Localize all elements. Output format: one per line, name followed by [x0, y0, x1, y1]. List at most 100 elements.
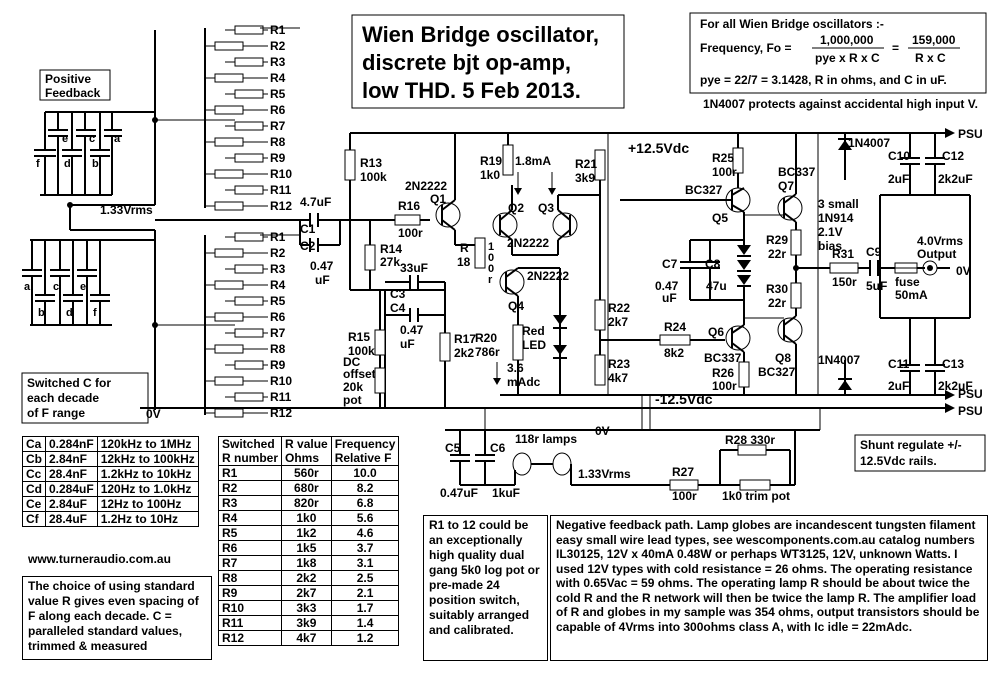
c2-value-2: uF — [315, 273, 330, 287]
r28-value: 1k0 trim pot — [722, 489, 790, 503]
r-table-cell: R10 — [217, 600, 283, 616]
r-table-cell: 820r — [281, 495, 332, 511]
r-table-cell: 2.5 — [330, 570, 400, 586]
formula-num2: 159,000 — [912, 33, 956, 47]
q3-label: Q3 — [538, 201, 554, 215]
r-table-cell: R2 — [217, 480, 283, 496]
r-table-cell: 4.6 — [330, 525, 400, 541]
c1-value: 4.7uF — [300, 195, 331, 209]
cap-lower-c: c — [53, 281, 59, 293]
r-table-cell: 560r — [281, 465, 332, 481]
q5-type: BC327 — [685, 183, 723, 197]
upper-resistor-label: R6 — [270, 103, 286, 117]
c5-value: 0.47uF — [440, 486, 478, 500]
r13-value: 100k — [360, 170, 387, 184]
positive-feedback-box — [39, 69, 111, 101]
r25-label: R25 — [712, 151, 734, 165]
q23-type: 2N2222 — [507, 236, 549, 250]
r-table-cell: 3k9 — [281, 615, 332, 631]
lower-resistor-label: R8 — [270, 342, 286, 356]
transistor-q1 — [435, 133, 461, 231]
r24-value: 8k2 — [664, 346, 684, 360]
formula-freq-label: Frequency, Fo = — [700, 41, 791, 55]
bias-3: 2.1V — [818, 225, 843, 239]
r18b-1: 1 — [488, 241, 494, 253]
r-table-cell: 1.4 — [330, 615, 400, 631]
r18b-3: 0 — [488, 263, 494, 275]
r14-label: R14 — [380, 242, 402, 256]
r27-value: 100r — [672, 489, 697, 503]
diode-bot-label: 1N4007 — [818, 353, 860, 367]
note-standard-r: The choice of using standard value R giv… — [22, 576, 212, 660]
output-level: 4.0Vrms — [917, 234, 963, 248]
bias-2: 1N914 — [818, 211, 854, 225]
upper-resistor-label: R12 — [270, 199, 292, 213]
r25-value: 100r — [712, 165, 737, 179]
lower-resistor-label: R4 — [270, 278, 286, 292]
r21-label: R21 — [575, 157, 597, 171]
c6-value: 1kuF — [492, 486, 520, 500]
r-table-cell: 1.2 — [330, 630, 400, 646]
upper-resistor-label: R10 — [270, 167, 292, 181]
formula-equals: = — [892, 41, 899, 55]
cap-table-cell: 0.284nF — [45, 436, 98, 452]
r22-value: 2k7 — [608, 315, 628, 329]
q4-type: 2N2222 — [527, 269, 569, 283]
c8-label: C8 — [705, 257, 721, 271]
formula-den1: pye x R x C — [815, 51, 880, 65]
r30-label: R30 — [766, 282, 788, 296]
r18-label-2: 18 — [457, 255, 471, 269]
r-table-cell: R5 — [217, 525, 283, 541]
r18-label-1: R — [460, 241, 469, 255]
c11-value: 2uF — [888, 379, 909, 393]
cap-table-cell: 28.4nF — [45, 466, 98, 482]
cap-lower-a: a — [24, 281, 31, 293]
c2-label: C2 — [300, 239, 316, 253]
r27-label: R27 — [672, 465, 694, 479]
q1-type: 2N2222 — [405, 179, 447, 193]
r-table-cell: R11 — [217, 615, 283, 631]
signal-level-input: 1.33Vrms — [100, 203, 153, 217]
title-line-2: discrete bjt op-amp, — [362, 50, 571, 75]
cap-upper-b: b — [92, 158, 99, 170]
cap-upper-e: e — [62, 133, 68, 145]
cap-table-cell: 12Hz to 100Hz — [96, 496, 199, 512]
title-line-3: low THD. 5 Feb 2013. — [362, 78, 581, 103]
c3-label: C3 — [390, 287, 406, 301]
upper-resistor-label: R4 — [270, 71, 286, 85]
c13-label: C13 — [942, 357, 964, 371]
upper-resistor-label: R1 — [270, 23, 286, 37]
transistor-q8 — [777, 315, 803, 395]
protect-note: 1N4007 protects against accidental high … — [703, 97, 978, 111]
output-label: Output — [917, 247, 956, 261]
r29-label: R29 — [766, 233, 788, 247]
c4-label: C4 — [390, 301, 406, 315]
cap-table-cell: Ca — [22, 436, 46, 452]
positive-rail-label: +12.5Vdc — [628, 140, 689, 156]
q2-label: Q2 — [508, 201, 524, 215]
cap-upper-f: f — [36, 158, 40, 170]
transistor-q4 — [499, 267, 525, 297]
c5-label: C5 — [445, 441, 461, 455]
r17-value: 2k2 — [454, 346, 474, 360]
note-r1-to-r12: R1 to 12 could be an exceptionally high … — [423, 515, 548, 661]
cap-table-cell: Ce — [22, 496, 46, 512]
lower-resistor-label: R1 — [270, 230, 286, 244]
r22-label: R22 — [608, 301, 630, 315]
lower-resistor-label: R6 — [270, 310, 286, 324]
